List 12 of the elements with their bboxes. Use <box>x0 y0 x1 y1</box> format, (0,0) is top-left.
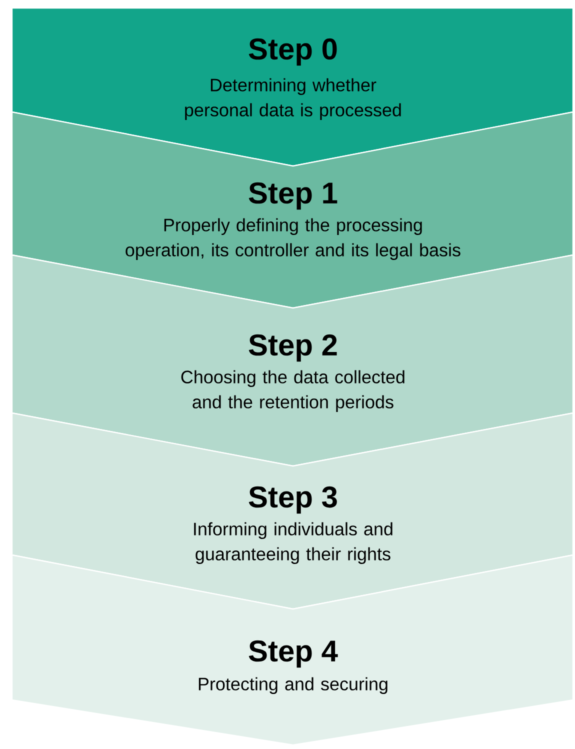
chevron-band <box>11 412 574 610</box>
step-heading: Step 1 <box>248 182 338 210</box>
chevron-band <box>11 7 574 167</box>
step-description: Properly defining the processing operation, its controller and its legal basis <box>126 218 460 260</box>
step-heading: Step 3 <box>248 486 337 514</box>
step-description: Determining whether personal data is processed <box>185 78 401 120</box>
step-heading: Step 4 <box>248 640 338 668</box>
step-heading: Step 2 <box>248 334 337 362</box>
step-description: Informing individuals and guaranteeing their rights <box>194 522 392 564</box>
step-heading: Step 0 <box>248 38 337 66</box>
step-description: Choosing the data collected and the retention periods <box>181 370 404 412</box>
step-description: Protecting and securing <box>198 677 388 694</box>
